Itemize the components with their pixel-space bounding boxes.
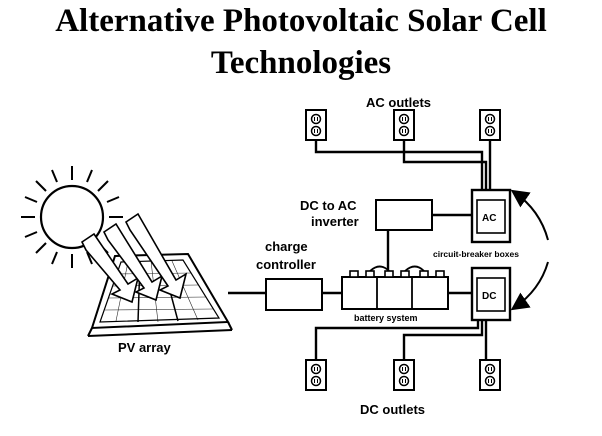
ac-outlet-3 [479,109,501,141]
dc-outlet-3 [479,359,501,391]
battery-system [341,265,449,310]
ac-outlet-2 [393,109,415,141]
charge-controller-label-line-2: controller [256,257,316,272]
battery-system-label: battery system [354,313,418,323]
dc-box-label: DC [482,291,496,302]
pv-array-label: PV array [118,340,172,355]
dc-breaker-box [470,266,512,322]
title-line-2: Technologies [210,45,392,81]
ac-outlet-1 [305,109,327,141]
inverter-label-line-1: DC to AC [300,198,357,213]
ac-breaker-box [470,188,512,244]
breaker-pointer-arrows [510,189,549,311]
title-line-1: Alternative Photovoltaic Solar Cell [55,3,547,39]
charge-controller-label-line-1: charge [265,239,308,254]
pv-array-panel [87,252,233,337]
dc-outlet-1 [305,359,327,391]
dc-outlets-label: DC outlets [360,402,425,417]
sunlight-rays [80,212,188,304]
dc-outlet-2 [393,359,415,391]
ac-box-label: AC [482,213,496,224]
circuit-breaker-label: circuit-breaker boxes [433,249,519,259]
inverter-label-line-2: inverter [311,214,359,229]
inverter-box [375,199,433,231]
sun-icon [21,166,123,268]
ac-outlets-label: AC outlets [366,95,431,110]
wiring [228,140,492,360]
charge-controller-box [265,278,323,311]
